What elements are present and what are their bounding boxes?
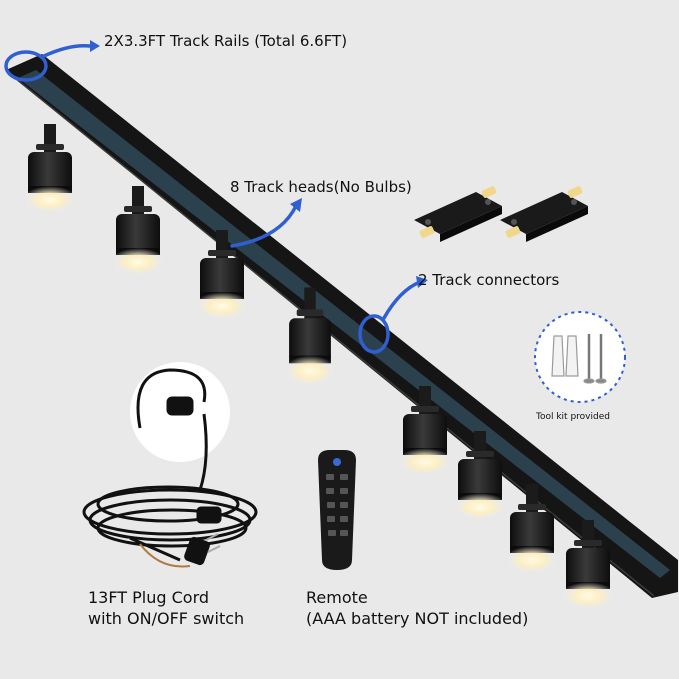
toolkit-label: Tool kit provided [536,412,610,422]
toolkit-circle [534,311,626,403]
remote-label-line1: Remote [306,588,368,607]
track-connector-icon [414,185,588,242]
track-head-2 [110,186,166,276]
remote-control-icon [318,450,356,570]
heads-label: 8 Track heads(No Bulbs) [230,178,412,196]
arrow-icon [4,40,428,354]
remote-label-line2: (AAA battery NOT included) [306,609,529,628]
plug-cord-icon [82,362,258,568]
cord-label: 13FT Plug Cord with ON/OFF switch [88,587,244,629]
screw-anchor-icon [551,334,607,384]
cord-label-line2: with ON/OFF switch [88,609,245,628]
track-rail-icon [6,54,678,598]
rails-label: 2X3.3FT Track Rails (Total 6.6FT) [104,32,348,50]
track-head-1 [22,124,78,214]
remote-label: Remote (AAA battery NOT included) [306,587,528,629]
cord-label-line1: 13FT Plug Cord [88,588,210,607]
connectors-label: 2 Track connectors [418,271,560,289]
